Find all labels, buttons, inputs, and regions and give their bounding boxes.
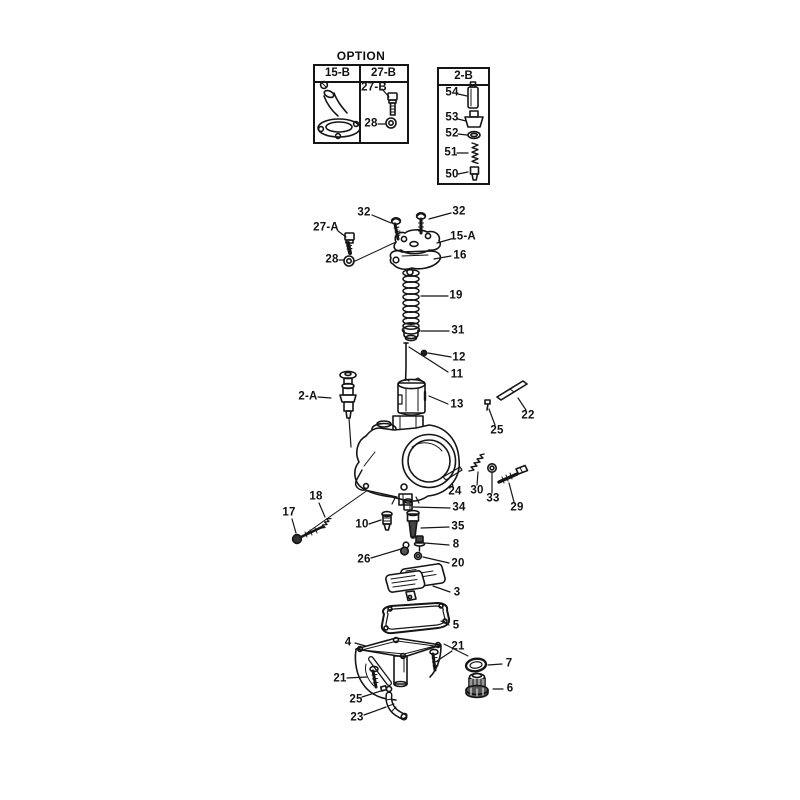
needle-clip-12-art	[420, 349, 428, 357]
o-ring-7-art	[464, 657, 488, 673]
callout-35: 35	[451, 520, 465, 533]
option-panel-divider	[359, 66, 361, 142]
spring-18-art	[320, 517, 332, 529]
callout-34: 34	[452, 501, 466, 514]
screw-29-art	[497, 464, 529, 484]
callout-32-left: 32	[357, 206, 371, 219]
bolt-27a-art	[344, 232, 355, 255]
carb-body-art	[354, 415, 460, 506]
detail-panel-title: 2-B	[454, 70, 473, 82]
callout-11: 11	[450, 368, 464, 381]
spring-19-art	[402, 269, 420, 330]
float-3-art	[385, 563, 446, 602]
callout-2b-50: 50	[445, 168, 459, 181]
nut-28-art	[343, 255, 355, 267]
detail-panel-2b: 2-B	[437, 67, 490, 185]
pilot-jet-10-art	[381, 510, 393, 531]
option-panel-header: 15-B 27-B	[315, 66, 407, 83]
callout-16: 16	[453, 249, 467, 262]
callout-29: 29	[510, 501, 524, 514]
callout-5: 5	[452, 619, 460, 632]
jet-needle-11-art	[403, 342, 409, 381]
callout-opt-28: 28	[364, 117, 378, 130]
callout-25-top: 25	[490, 424, 504, 437]
callout-2a: 2-A	[298, 390, 318, 403]
part-34-art	[403, 498, 413, 511]
drain-plug-6-art	[465, 672, 489, 699]
callout-28: 28	[325, 253, 339, 266]
drain-hose-23-art	[385, 691, 408, 721]
callout-8: 8	[452, 538, 460, 551]
pin-24-art	[442, 466, 463, 481]
callout-21-left: 21	[333, 672, 347, 685]
leader-lines	[291, 88, 527, 716]
spring-seat-31-art	[401, 325, 421, 342]
float-valve-8-art	[413, 535, 426, 552]
callout-32-right: 32	[452, 205, 466, 218]
callout-20: 20	[451, 557, 465, 570]
screw-25-low-art	[379, 684, 393, 693]
callout-21-right: 21	[451, 640, 465, 653]
callout-opt-27b: 27-B	[361, 81, 387, 94]
callout-26: 26	[357, 553, 371, 566]
screw-21-left-art	[369, 665, 379, 689]
callout-4: 4	[344, 636, 352, 649]
throttle-slide-13-art	[397, 377, 427, 416]
gasket-5-art	[380, 602, 451, 635]
callout-18: 18	[309, 490, 323, 503]
air-screw-17-art	[291, 525, 324, 545]
part-26-art	[399, 541, 410, 556]
callout-2b-54: 54	[445, 86, 459, 99]
washer-33-art	[486, 462, 497, 473]
detail-2b-art	[464, 81, 484, 181]
needle-jet-35-art	[406, 509, 420, 539]
option-col-15b: 15-B	[325, 67, 350, 79]
callout-17: 17	[282, 506, 296, 519]
top-cap-15a-art	[393, 229, 442, 255]
option-bolt-27b-art	[385, 92, 398, 129]
starter-plunger-2a-art	[339, 370, 357, 448]
callout-13: 13	[450, 398, 464, 411]
callout-2b-53: 53	[445, 111, 459, 124]
callout-22: 22	[521, 409, 535, 422]
callout-31: 31	[451, 324, 465, 337]
callout-7: 7	[505, 657, 513, 670]
callout-3: 3	[453, 586, 461, 599]
callout-25-low: 25	[349, 693, 363, 706]
callout-27a: 27-A	[313, 221, 339, 234]
callout-2b-51: 51	[444, 146, 458, 159]
callout-30: 30	[470, 484, 484, 497]
option-panel: 15-B 27-B	[313, 64, 409, 144]
callout-2b-52: 52	[445, 127, 459, 140]
option-panel-title: OPTION	[336, 49, 386, 63]
callout-24: 24	[448, 485, 462, 498]
float-bowl-4-art	[354, 636, 442, 707]
spring-30-art	[468, 453, 485, 472]
callout-12: 12	[452, 351, 466, 364]
bracket-16-art	[389, 250, 442, 276]
ring-20-art	[413, 551, 423, 561]
callout-10: 10	[355, 518, 369, 531]
rod-22-art	[496, 380, 528, 401]
screw-32-left-art	[390, 217, 402, 241]
screw-21-right-art	[429, 648, 439, 672]
callout-6: 6	[506, 682, 514, 695]
callout-15a: 15-A	[450, 230, 476, 243]
callout-19: 19	[449, 289, 463, 302]
callout-33: 33	[486, 492, 500, 505]
screw-25-top-art	[484, 399, 491, 411]
callout-23: 23	[350, 711, 364, 724]
option-col-27b: 27-B	[371, 67, 396, 79]
